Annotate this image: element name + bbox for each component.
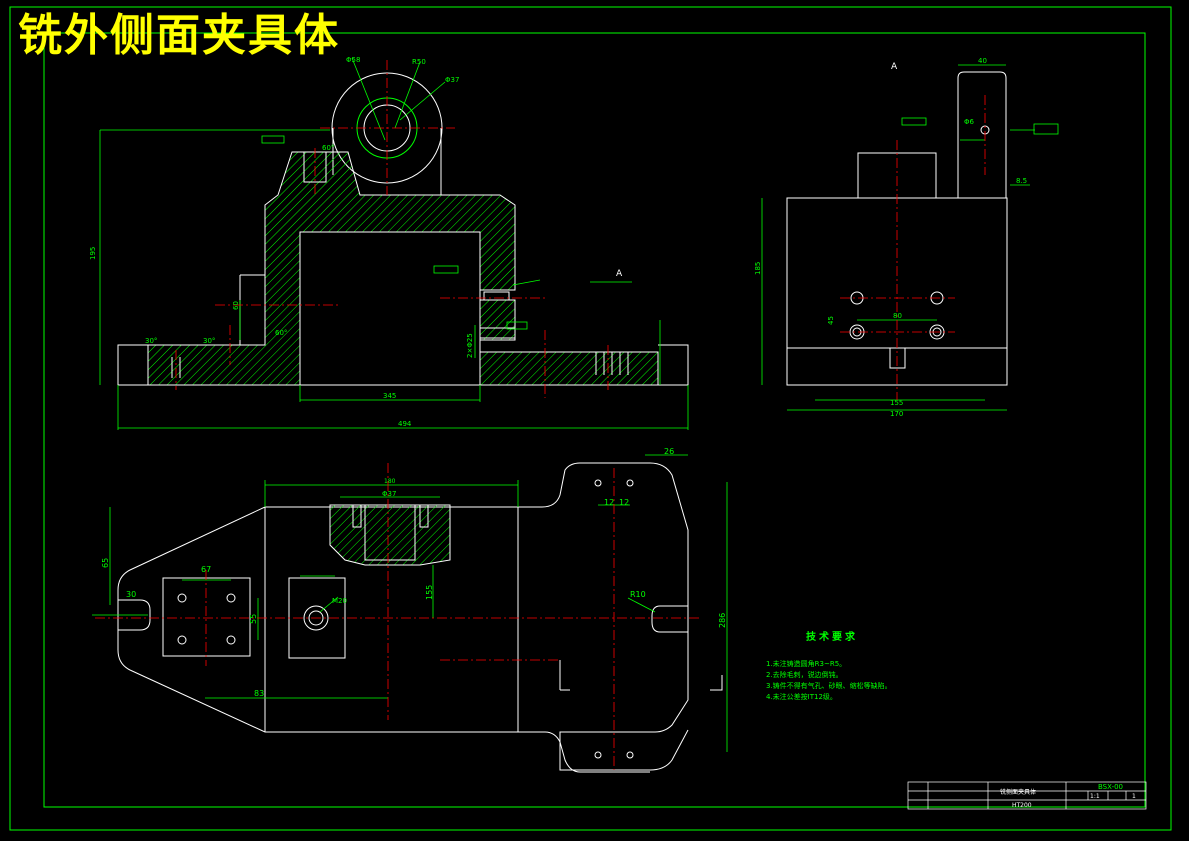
plan-dim-55: 55 — [249, 614, 258, 624]
plan-dim-155: 155 — [425, 585, 434, 600]
title-block-lines — [907, 781, 1147, 810]
dim-angle-c: 30° — [145, 337, 157, 345]
plan-dim-m: M20 — [332, 597, 347, 605]
inner-window — [299, 231, 481, 386]
plan-dim-top: 180 — [384, 478, 396, 485]
vslot — [303, 152, 327, 183]
plan-section-inner — [352, 504, 429, 561]
front-view-dims — [99, 57, 689, 430]
plan-hole-b — [226, 593, 236, 603]
title-block-material: HT200 — [1012, 802, 1032, 809]
left-boss — [239, 274, 265, 345]
base-holes — [595, 352, 629, 375]
side-view-labels: A 40 Φ6 185 170 155 80 8.5 45 — [754, 57, 1027, 418]
side-post — [957, 71, 1007, 198]
plan-hole-c — [177, 635, 187, 645]
left-hole — [171, 357, 181, 378]
plan-hole-h — [626, 751, 634, 759]
dim-bore-top: Φ58 — [346, 56, 360, 64]
dim-inner-width: 345 — [383, 392, 396, 400]
tech-title: 技术要求 — [806, 632, 858, 643]
side-dim-inner: 155 — [890, 399, 903, 407]
plan-dim-12b: 12 — [619, 498, 629, 507]
plan-section — [329, 504, 451, 566]
front-view-centerlines — [175, 60, 609, 398]
plan-dim-65: 65 — [101, 558, 110, 568]
plan-view-centerlines — [95, 463, 700, 770]
pin-rect-2 — [483, 291, 510, 301]
side-label-a: A — [891, 62, 898, 72]
front-view-labels: 494 345 195 Φ37 Φ58 R50 60 2×Φ25 60° 60°… — [89, 56, 623, 428]
front-view — [117, 72, 689, 386]
title-block: 铣侧面夹具体 HT200 BSX-00 1:1 1 — [908, 782, 1146, 809]
plan-hole-a — [177, 593, 187, 603]
plan-slot-right — [651, 605, 688, 633]
tech-item: 2.去除毛刺，锐边倒钝。 — [766, 671, 843, 679]
side-slot — [889, 348, 906, 369]
drawing-title: 铣外侧面夹具体 — [18, 10, 340, 61]
technical-requirements: 技术要求 1.未注铸造圆角R3~R5。 2.去除毛刺，锐边倒钝。 3.铸件不得有… — [766, 628, 926, 703]
side-dim-small: 8.5 — [1016, 177, 1027, 185]
title-block-sheet: 1 — [1132, 793, 1136, 800]
plan-slot-left — [118, 599, 151, 631]
title-block-name: 铣侧面夹具体 — [1000, 789, 1037, 796]
plan-bracket-a — [559, 660, 723, 691]
dim-left-h: 60 — [232, 301, 240, 310]
plan-dim-83: 83 — [254, 689, 264, 698]
plan-dim-26: 26 — [664, 447, 674, 456]
side-base — [786, 347, 1008, 386]
plan-view-dims — [92, 454, 728, 752]
plan-dim-12a: 12 — [604, 498, 614, 507]
plan-dim-bore: Φ37 — [382, 490, 396, 498]
dim-height: 195 — [89, 247, 97, 260]
dim-bore-r: R50 — [412, 58, 426, 66]
dim-angle-b: 60° — [275, 329, 287, 337]
dim-overall-length: 494 — [398, 420, 412, 428]
plan-view-labels: 180 Φ37 67 30 26 12 12 65 155 55 83 286 … — [101, 447, 727, 698]
plan-hole-g — [594, 751, 602, 759]
inner-frame — [43, 32, 1146, 808]
side-dim-spacing: 80 — [893, 312, 902, 320]
dim-angle-a: 60° — [322, 144, 334, 152]
side-dim-base: 170 — [890, 410, 903, 418]
tech-item: 3.铸件不得有气孔、砂眼、缩松等缺陷。 — [766, 682, 892, 690]
side-dim-hole: Φ6 — [964, 118, 975, 126]
plan-dim-30: 30 — [126, 590, 136, 599]
plan-m-hole — [303, 605, 329, 631]
outer-frame — [9, 6, 1172, 831]
side-dim-top: 40 — [978, 57, 987, 65]
pin-rect — [479, 327, 516, 339]
plan-pocket-left — [162, 577, 251, 657]
title-block-drawing-no: BSX-00 — [1098, 783, 1124, 791]
plan-m-hole-inner — [308, 610, 324, 626]
plan-hole-e — [594, 479, 602, 487]
tech-item: 1.未注铸造圆角R3~R5。 — [766, 660, 847, 668]
side-dim-height: 185 — [754, 262, 762, 275]
plan-hole-f — [626, 479, 634, 487]
side-view-centerlines — [840, 95, 986, 400]
side-view-dims — [761, 64, 1059, 411]
body-hatched — [147, 151, 659, 386]
plan-hole-d — [226, 635, 236, 645]
dim-bore-outer: Φ37 — [445, 76, 459, 84]
plan-dim-286: 286 — [718, 613, 727, 628]
dim-slot-w: 2×Φ25 — [466, 333, 474, 358]
plan-dim-67: 67 — [201, 565, 211, 574]
dim-callout-a: A — [616, 269, 623, 279]
title-block-scale: 1:1 — [1090, 793, 1100, 800]
plan-view — [117, 462, 723, 773]
tech-item: 4.未注公差按IT12级。 — [766, 693, 837, 701]
plan-dim-r10: R10 — [630, 590, 646, 599]
side-dim-45: 45 — [827, 316, 835, 325]
dim-angle-d: 30° — [203, 337, 215, 345]
